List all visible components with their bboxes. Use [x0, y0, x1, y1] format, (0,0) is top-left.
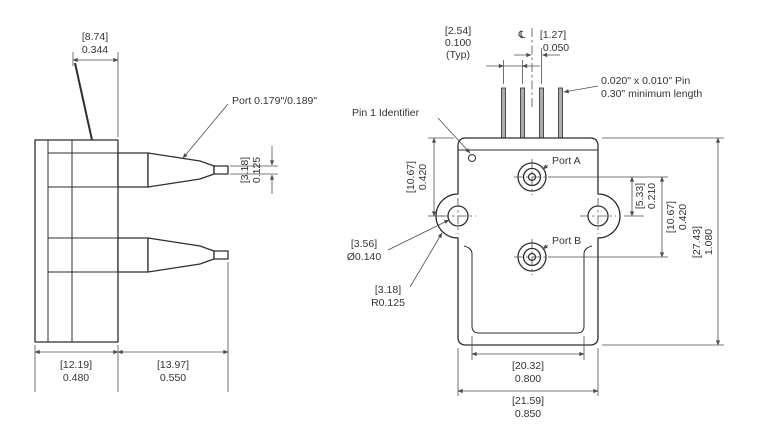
port-b-label: Port B — [552, 235, 581, 247]
port-a-circles — [514, 159, 550, 195]
pin-size-note-line2: 0.30" minimum length — [601, 88, 702, 100]
dim-centerline-in: 0.050 — [543, 42, 569, 54]
pin1-identifier-label: Pin 1 Identifier — [352, 107, 420, 119]
dim-pin-pitch-mm: [2.54] — [445, 25, 471, 37]
sensor-body-side — [34, 139, 119, 343]
port-size-note: Port 0.179"/0.189" — [232, 95, 317, 107]
sensor-body-front — [435, 137, 621, 346]
upper-port-barb — [117, 152, 229, 188]
side-view-labels: [8.74] 0.344 Port 0.179"/0.189" [3.18] 0… — [60, 31, 317, 384]
dim-outer-width-mm: [21.59] — [512, 395, 544, 407]
dim-port-to-port-in: 0.420 — [677, 204, 689, 230]
dim-pin-pitch-typ: (Typ) — [446, 49, 470, 61]
dim-tip-in: 0.125 — [251, 157, 263, 183]
pin-1 — [501, 87, 506, 141]
lower-port-barb — [117, 237, 229, 273]
dim-port-length-in: 0.550 — [160, 372, 186, 384]
dim-top-to-hole-mm: [10.67] — [405, 161, 417, 193]
side-pin-lead — [74, 62, 93, 141]
dim-overall-height-in: 1.080 — [703, 229, 715, 255]
dim-port-to-port-mm: [10.67] — [665, 201, 677, 233]
side-view-part — [34, 62, 229, 343]
inner-skirt-outline — [463, 245, 593, 334]
dim-tip-mm: [3.18] — [239, 157, 251, 183]
pin-size-note-line1: 0.020" x 0.010" Pin — [601, 75, 690, 87]
dim-centerline-mm: [1.27] — [540, 29, 566, 41]
dim-body-width-in: 0.480 — [63, 372, 89, 384]
pin1-identifier-dot — [468, 154, 476, 162]
dim-inner-width-in: 0.800 — [515, 373, 541, 385]
dim-top-mm: [8.74] — [82, 31, 108, 43]
dim-hole-to-port-in: 0.210 — [646, 183, 658, 209]
dim-inner-width-mm: [20.32] — [512, 360, 544, 372]
port-a-label: Port A — [552, 155, 581, 167]
dim-overall-height-mm: [27.43] — [691, 226, 703, 258]
dim-pin-pitch-in: 0.100 — [445, 37, 471, 49]
dim-top-to-hole-in: 0.420 — [417, 164, 429, 190]
dim-hole-dia-mm: [3.56] — [351, 238, 377, 250]
dim-hole-to-port-mm: [5.33] — [634, 183, 646, 209]
side-view-dimension-lines — [34, 52, 278, 392]
centerline-symbol: ℄ — [518, 29, 526, 41]
pin-3 — [539, 87, 544, 141]
dim-top-in: 0.344 — [82, 44, 108, 56]
dim-outer-width-in: 0.850 — [515, 408, 541, 420]
pin-2 — [520, 87, 525, 141]
right-mounting-hole — [580, 198, 616, 234]
pin-4 — [558, 87, 563, 141]
front-view-labels: [2.54] 0.100 (Typ) ℄ [1.27] 0.050 0.020"… — [347, 25, 715, 420]
dim-port-length-mm: [13.97] — [157, 359, 189, 371]
front-view-dimension-lines — [387, 48, 724, 396]
port-b-circles — [514, 239, 550, 275]
left-mounting-hole — [440, 198, 476, 234]
front-view-part — [435, 28, 621, 346]
dim-corner-radius-mm: [3.18] — [375, 284, 401, 296]
dim-hole-dia-in: Ø0.140 — [347, 251, 382, 263]
dim-body-width-mm: [12.19] — [60, 359, 92, 371]
dim-corner-radius-in: R0.125 — [371, 297, 405, 309]
